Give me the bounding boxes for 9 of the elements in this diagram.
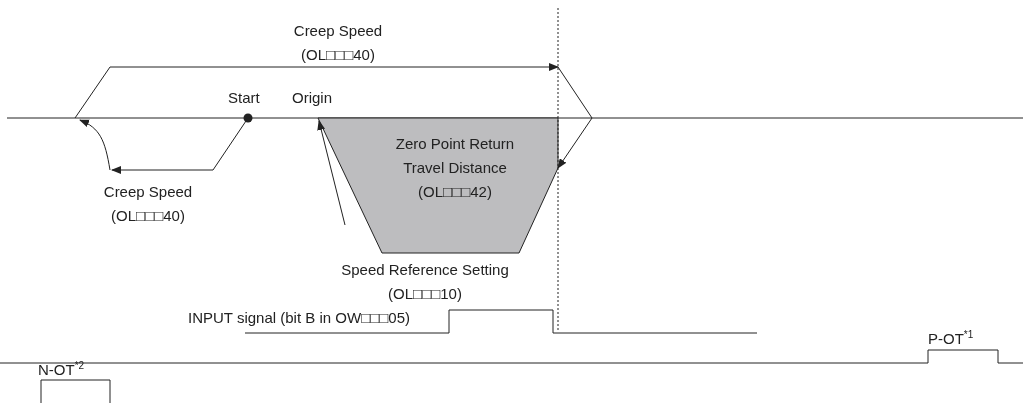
signal-label: INPUT signal (bit B in OW□□□05) (187, 308, 410, 328)
speed-label: Creep Speed (OL□□□40) (102, 182, 194, 226)
setting-label: Speed Reference Setting (OL□□□10) (340, 260, 510, 304)
point-label: Start (228, 88, 260, 108)
speed-label: Creep Speed (OL□□□40) (292, 21, 384, 65)
signal-label: N-OT$^{*2}$ (38, 359, 85, 380)
point-label: Origin (292, 88, 332, 108)
shape-label: Zero Point Return Travel Distance (OL□□□42) (394, 134, 516, 202)
signal-label: P-OT$^{*1}$ (928, 328, 974, 349)
